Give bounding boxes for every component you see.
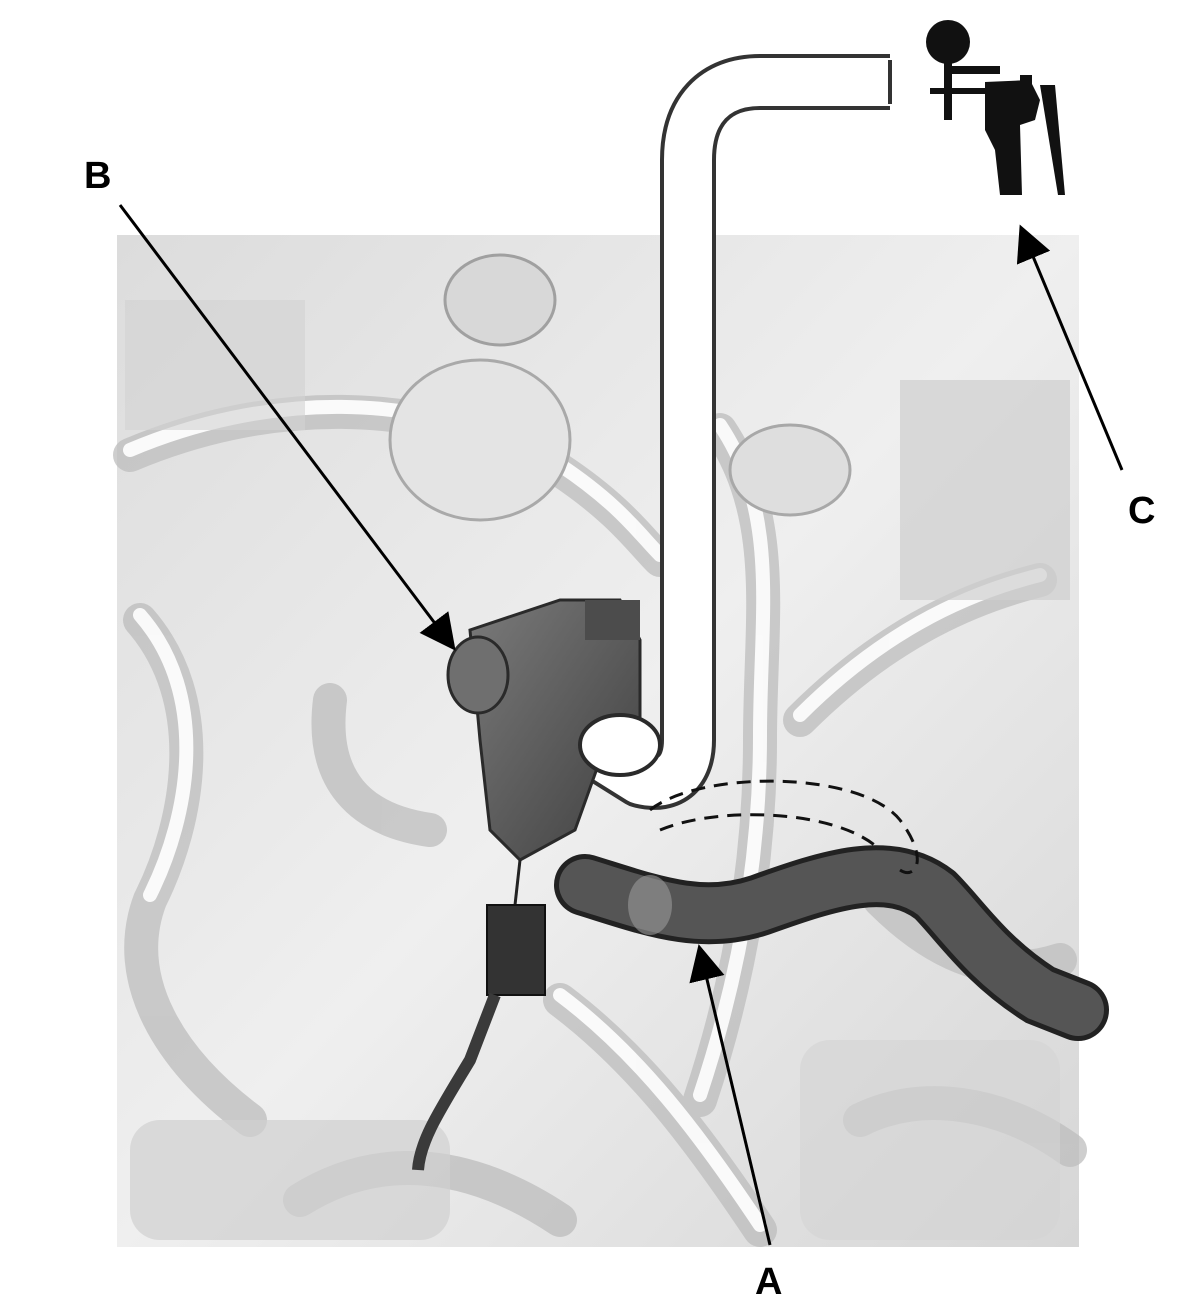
callout-label-b: B [84,155,111,197]
hose-routing-dashed [649,779,919,874]
leader-a [689,944,772,1246]
purge-valve [412,598,662,1171]
callout-label-a: A [755,1261,782,1303]
test-hose [585,54,892,810]
callout-leaders [118,204,1124,1246]
leader-b [118,204,456,651]
engine-bay-background [113,235,1087,1247]
hose-a [554,845,1109,1041]
leader-c [1016,224,1124,471]
hand-vacuum-pump-icon [926,20,1065,195]
callout-label-c: C [1128,490,1155,532]
